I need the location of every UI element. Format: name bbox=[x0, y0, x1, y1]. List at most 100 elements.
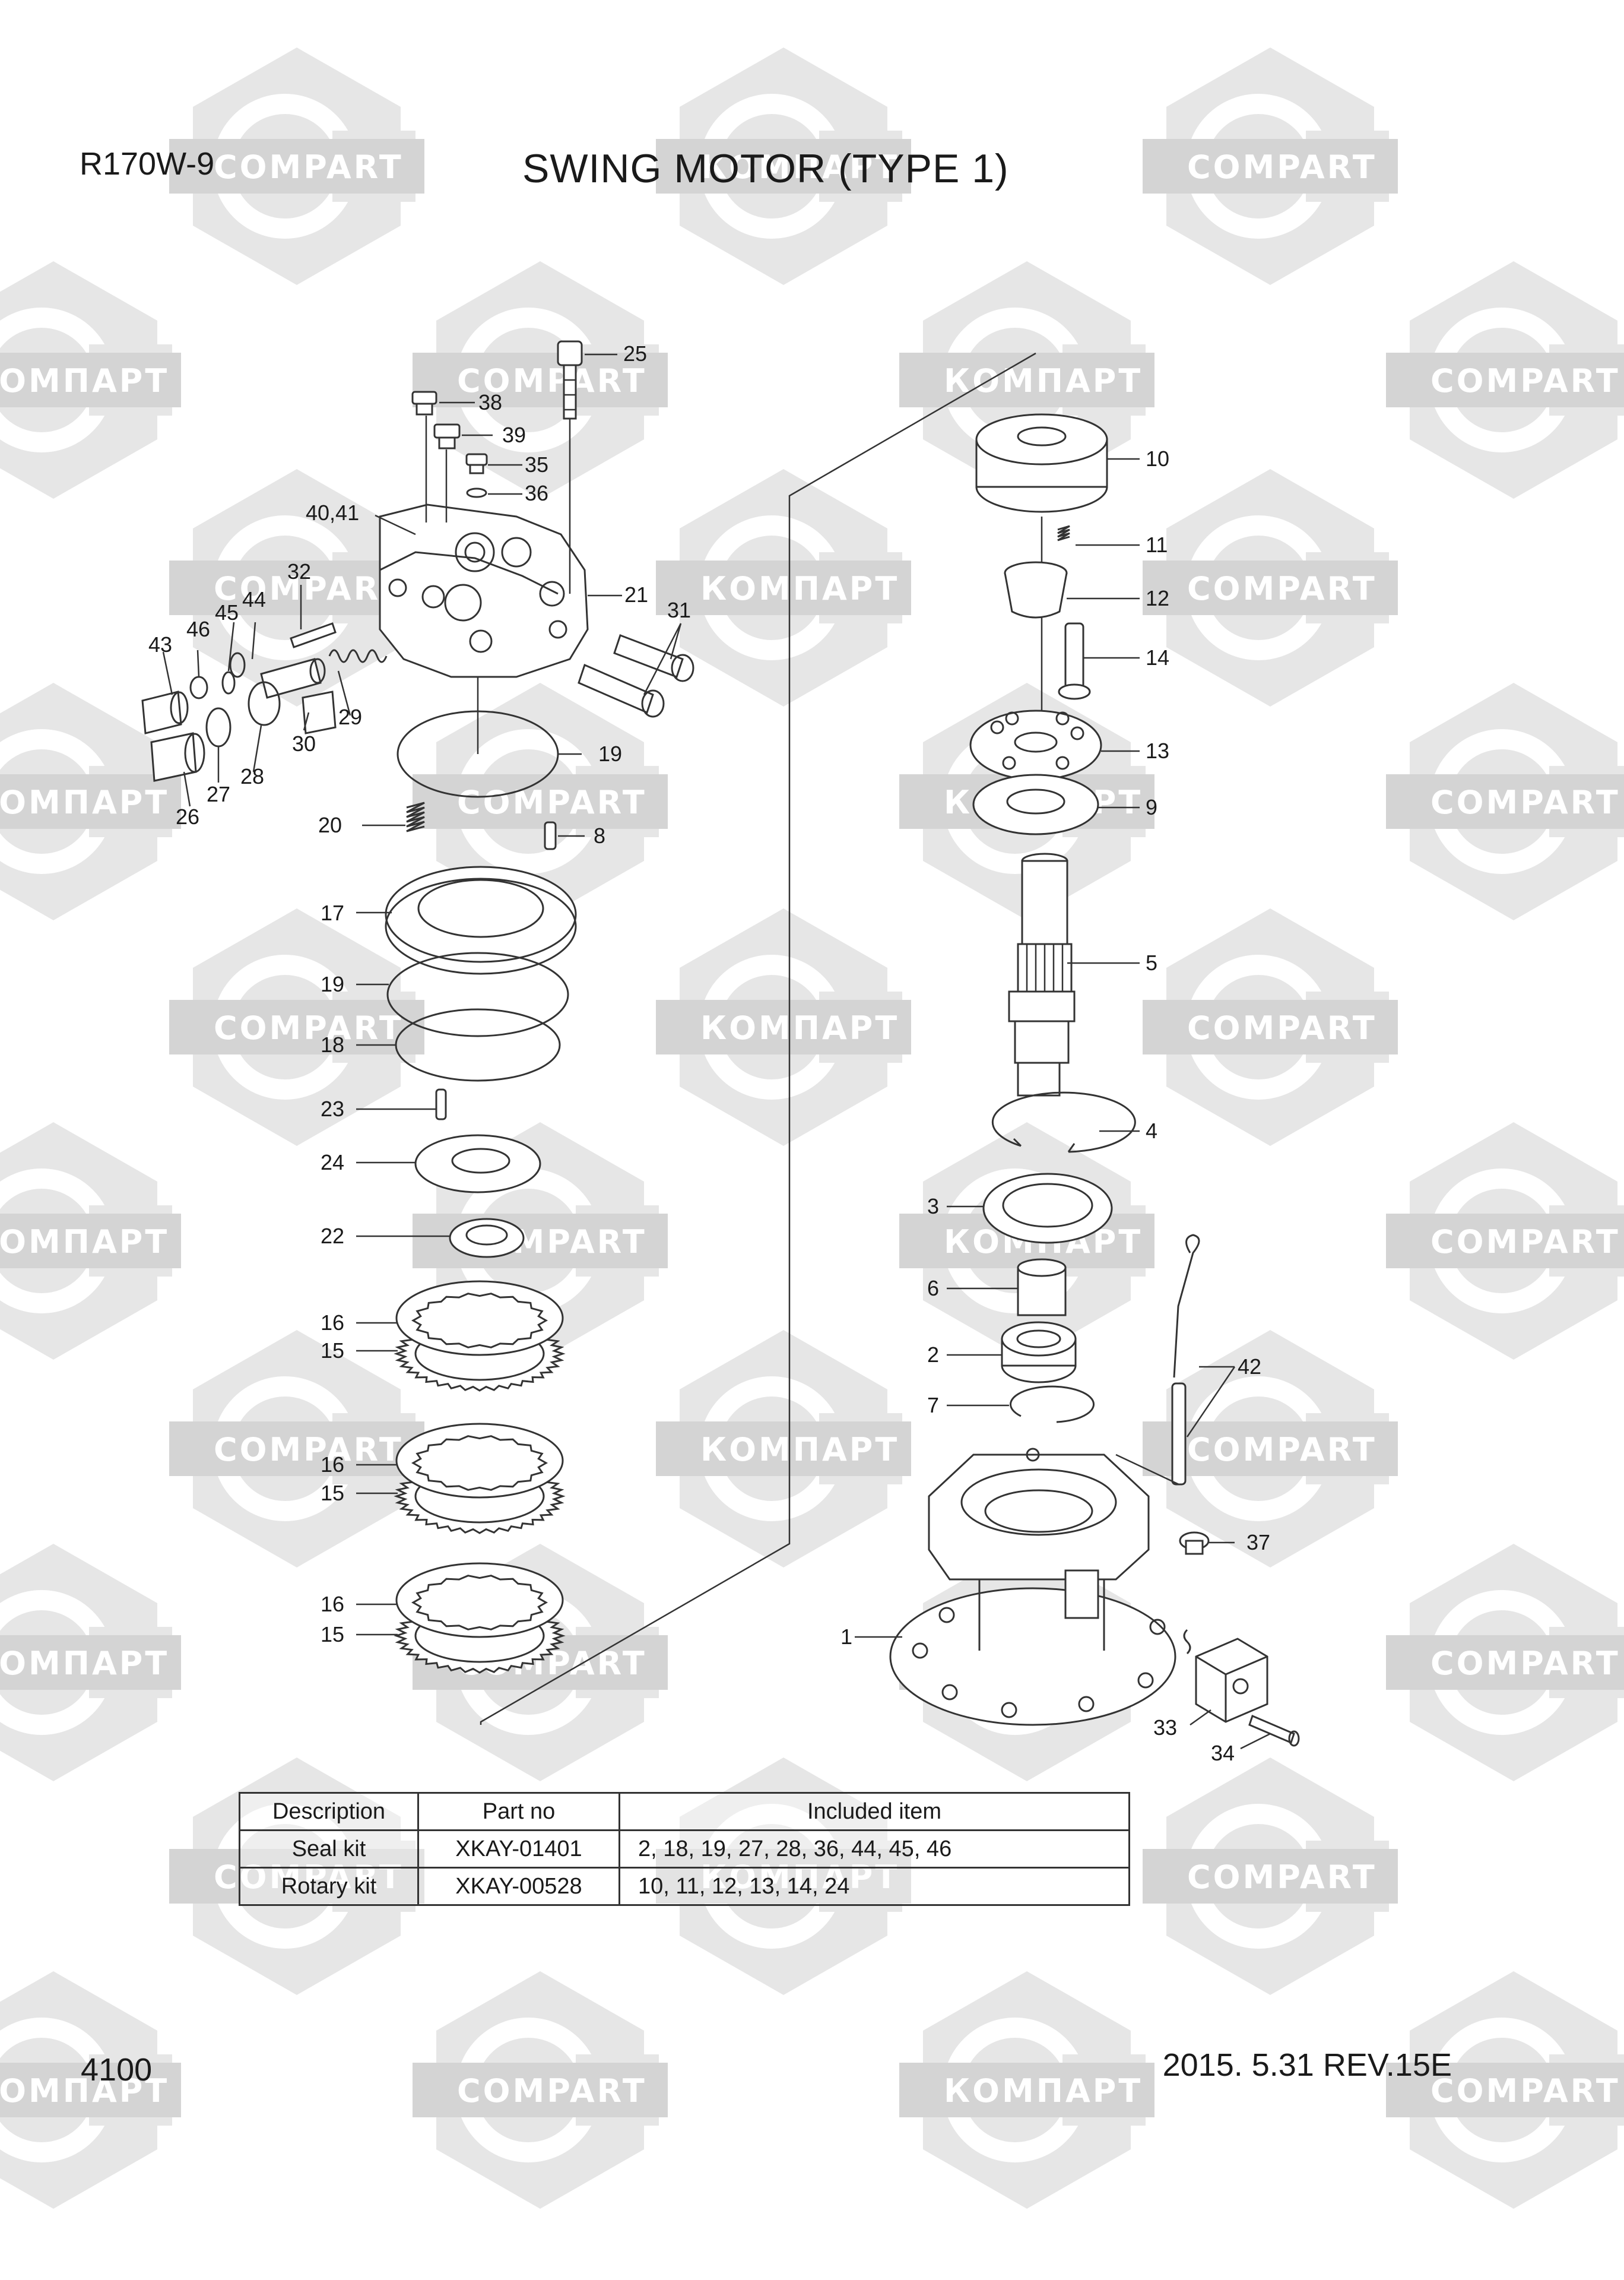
part-label: 34 bbox=[1211, 1741, 1235, 1765]
watermark-text: КОМПАРТ bbox=[700, 148, 899, 186]
roller-bearing-part bbox=[982, 1173, 1113, 1244]
pin-part bbox=[435, 1088, 447, 1120]
o-ring-part bbox=[395, 1008, 561, 1082]
kit-table: Description Part no Included item Seal k… bbox=[239, 1792, 1130, 1906]
part-label: 37 bbox=[1246, 1530, 1270, 1554]
plug-parts bbox=[411, 391, 488, 522]
watermark-text: COMPART bbox=[1430, 1645, 1620, 1682]
part-label: 20 bbox=[318, 813, 342, 837]
watermark-text: COMPART bbox=[214, 148, 404, 186]
part-label: 8 bbox=[594, 824, 605, 848]
part-label: 42 bbox=[1238, 1354, 1261, 1379]
part-label: 38 bbox=[478, 390, 502, 414]
kit-description: Seal kit bbox=[239, 1829, 419, 1869]
part-label: 9 bbox=[1146, 795, 1157, 819]
part-label: 31 bbox=[667, 598, 691, 622]
port-block-part bbox=[1183, 1629, 1300, 1747]
part-label: 32 bbox=[287, 559, 311, 584]
kit-part-number: XKAY-01401 bbox=[417, 1829, 620, 1869]
dipstick-part bbox=[1115, 1234, 1200, 1486]
part-label: 14 bbox=[1146, 645, 1169, 670]
watermark-text: COMPART bbox=[1187, 148, 1377, 186]
needle-bearing-part bbox=[449, 1218, 525, 1258]
watermark-text: COMPART bbox=[457, 2072, 647, 2110]
kit-description: Rotary kit bbox=[239, 1867, 419, 1906]
watermark-text: COMPART bbox=[1430, 2072, 1620, 2110]
watermark-text: COMPART bbox=[1187, 1431, 1377, 1468]
part-label: 4 bbox=[1146, 1119, 1157, 1143]
kit-part-number: XKAY-00528 bbox=[417, 1867, 620, 1906]
part-label: 28 bbox=[240, 764, 264, 788]
kit-included-items: 10, 11, 12, 13, 14, 24 bbox=[618, 1867, 1130, 1906]
watermark-text: COMPART bbox=[214, 1431, 404, 1468]
watermark-text: COMPART bbox=[457, 362, 647, 400]
model-code: R170W-9 bbox=[80, 146, 215, 182]
o-ring-part bbox=[386, 952, 569, 1037]
part-label: 24 bbox=[321, 1150, 344, 1174]
table-header-row: Description Part no Included item bbox=[239, 1792, 1130, 1831]
column-header: Included item bbox=[618, 1792, 1130, 1831]
part-label: 43 bbox=[148, 632, 172, 657]
part-label: 10 bbox=[1146, 446, 1169, 471]
part-label: 12 bbox=[1146, 586, 1169, 610]
part-label: 29 bbox=[338, 705, 362, 729]
page-number: 4100 bbox=[81, 2052, 153, 2088]
separator-plate bbox=[395, 1280, 564, 1356]
part-label: 18 bbox=[321, 1033, 344, 1057]
part-label: 3 bbox=[927, 1194, 939, 1218]
part-label: 16 bbox=[321, 1452, 344, 1477]
kit-included-items: 2, 18, 19, 27, 28, 36, 44, 45, 46 bbox=[618, 1829, 1130, 1869]
group-boundary-line bbox=[480, 352, 1036, 1725]
table-row: Rotary kit XKAY-00528 10, 11, 12, 13, 14… bbox=[239, 1867, 1130, 1906]
watermark-text: COMPART bbox=[1430, 1223, 1620, 1261]
drive-shaft-part bbox=[1008, 853, 1076, 1097]
watermark-text: КОМПАРТ bbox=[700, 1431, 899, 1468]
part-label: 39 bbox=[502, 423, 526, 447]
watermark-text: COMPART bbox=[457, 784, 647, 821]
watermark-text: COMPART bbox=[214, 1009, 404, 1047]
watermark-text: COMPART bbox=[1187, 570, 1377, 607]
part-label: 15 bbox=[321, 1481, 344, 1505]
part-label: 5 bbox=[1146, 951, 1157, 975]
part-label: 23 bbox=[321, 1097, 344, 1121]
watermark-text: КОМПАРТ bbox=[944, 362, 1143, 400]
part-label: 44 bbox=[242, 587, 266, 612]
part-label: 2 bbox=[927, 1342, 939, 1367]
part-label: 40,41 bbox=[306, 501, 359, 525]
separator-plate bbox=[395, 1423, 564, 1499]
table-row: Seal kit XKAY-01401 2, 18, 19, 27, 28, 3… bbox=[239, 1829, 1130, 1869]
part-label: 15 bbox=[321, 1622, 344, 1646]
part-label: 16 bbox=[321, 1310, 344, 1335]
part-label: 36 bbox=[525, 481, 548, 505]
friction-plates bbox=[394, 1280, 566, 1674]
snap-ring-part bbox=[1010, 1385, 1095, 1423]
valve-cover-part bbox=[379, 504, 589, 678]
part-label: 21 bbox=[624, 582, 648, 607]
valve-plate-part bbox=[414, 1134, 541, 1193]
snap-ring-part bbox=[991, 1091, 1136, 1153]
part-label: 19 bbox=[598, 742, 622, 766]
part-label: 6 bbox=[927, 1276, 939, 1300]
part-label: 19 bbox=[321, 972, 344, 996]
leader-lines bbox=[162, 353, 1271, 1750]
part-number-labels: 25 38 39 35 36 40,41 21 31 32 44 45 46 4… bbox=[148, 341, 1270, 1765]
watermark-text: КОМПАРТ bbox=[0, 784, 169, 821]
part-label: 30 bbox=[292, 732, 316, 756]
part-label: 17 bbox=[321, 901, 344, 925]
part-label: 13 bbox=[1146, 739, 1169, 763]
bushing-part bbox=[1017, 1258, 1067, 1316]
watermark-text: КОМПАРТ bbox=[700, 1009, 899, 1047]
part-label: 46 bbox=[186, 617, 210, 641]
watermark-text: COMPART bbox=[1430, 784, 1620, 821]
part-label: 26 bbox=[176, 805, 199, 829]
page-title: SWING MOTOR (TYPE 1) bbox=[522, 146, 1009, 191]
pin-part bbox=[544, 821, 557, 850]
watermark-text: КОМПАРТ bbox=[0, 362, 169, 400]
set-plate-part bbox=[969, 710, 1102, 781]
spherical-bushing-part bbox=[1004, 561, 1068, 619]
plug-part bbox=[1179, 1531, 1210, 1555]
spring-part bbox=[406, 802, 425, 832]
column-header: Description bbox=[239, 1792, 419, 1831]
